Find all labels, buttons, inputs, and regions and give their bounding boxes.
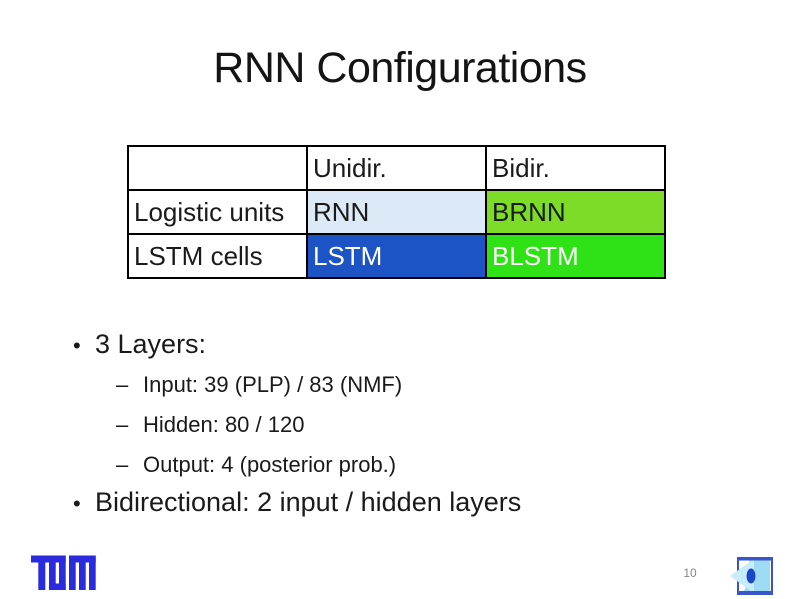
tum-logo-icon	[31, 555, 96, 590]
cell-rnn: RNN	[306, 189, 487, 235]
header-cell-empty	[127, 145, 308, 191]
sub-bullet-text: Input: 39 (PLP) / 83 (NMF)	[143, 372, 403, 397]
sub-bullet-input: – Input: 39 (PLP) / 83 (NMF)	[116, 372, 402, 398]
cell-lstm: LSTM	[306, 233, 487, 279]
corner-eye-logo-icon	[730, 557, 773, 595]
bullet-text: 3 Layers:	[95, 329, 207, 359]
cell-blstm: BLSTM	[485, 233, 666, 279]
bullet-3-layers: • 3 Layers:	[73, 329, 206, 360]
table-row-logistic-units: Logistic units RNN BRNN	[127, 189, 666, 235]
row-label-lstm-cells: LSTM cells	[127, 233, 308, 279]
bullet-dot-icon: •	[73, 333, 81, 358]
sub-bullet-text: Output: 4 (posterior prob.)	[143, 452, 397, 477]
dash-icon: –	[116, 452, 129, 477]
sub-bullet-output: – Output: 4 (posterior prob.)	[116, 452, 396, 478]
table-row-lstm-cells: LSTM cells LSTM BLSTM	[127, 233, 666, 279]
cell-brnn: BRNN	[485, 189, 666, 235]
header-cell-unidir: Unidir.	[306, 145, 487, 191]
table-header-row: Unidir. Bidir.	[127, 145, 666, 191]
rnn-configurations-table: Unidir. Bidir. Logistic units RNN BRNN L…	[127, 145, 666, 279]
dash-icon: –	[116, 412, 129, 437]
page-number: 10	[683, 566, 697, 580]
sub-bullet-text: Hidden: 80 / 120	[143, 412, 305, 437]
slide-title: RNN Configurations	[213, 44, 587, 92]
sub-bullet-hidden: – Hidden: 80 / 120	[116, 412, 304, 438]
row-label-logistic-units: Logistic units	[127, 189, 308, 235]
bullet-dot-icon: •	[73, 491, 81, 516]
bullet-text: Bidirectional: 2 input / hidden layers	[95, 487, 522, 517]
header-cell-bidir: Bidir.	[485, 145, 666, 191]
bullet-bidirectional: • Bidirectional: 2 input / hidden layers	[73, 487, 521, 518]
dash-icon: –	[116, 372, 129, 397]
